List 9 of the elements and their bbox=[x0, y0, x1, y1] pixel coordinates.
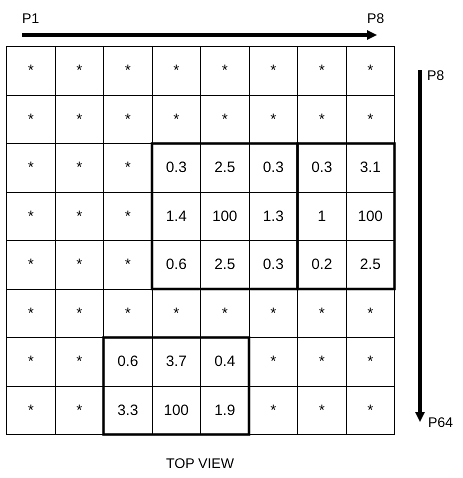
grid-cell: * bbox=[346, 386, 395, 435]
position-label: P1 bbox=[22, 10, 40, 26]
grid-cell: * bbox=[346, 46, 395, 96]
position-label: P8 bbox=[427, 67, 444, 83]
grid-cell: * bbox=[6, 46, 56, 96]
position-label: P64 bbox=[428, 414, 453, 430]
caption: TOP VIEW bbox=[165, 455, 235, 471]
grid-cell: * bbox=[6, 386, 56, 435]
position-label: P8 bbox=[367, 10, 384, 26]
